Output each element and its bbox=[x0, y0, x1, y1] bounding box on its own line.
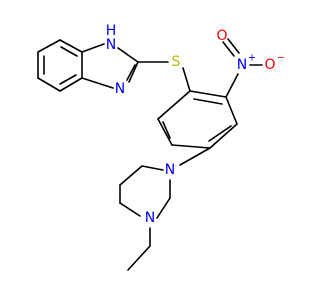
molecule-structure-diagram: H N N S N + O O − N N bbox=[0, 0, 300, 300]
bond bbox=[117, 47, 139, 63]
label-sulfur: S bbox=[172, 54, 181, 70]
bond-double-inner bbox=[59, 74, 77, 85]
bond-double-inner bbox=[193, 98, 223, 105]
label-piperazine-n4: N bbox=[145, 210, 155, 226]
bond bbox=[81, 43, 105, 53]
bond bbox=[227, 38, 240, 54]
bond bbox=[141, 165, 164, 171]
bonds bbox=[37, 38, 263, 271]
label-nh-nitrogen: N bbox=[106, 37, 116, 53]
label-oxygen-right: O bbox=[264, 57, 275, 73]
bond bbox=[127, 245, 151, 271]
label-oxygen-charge: − bbox=[277, 53, 285, 64]
bond bbox=[81, 77, 114, 89]
bond-double-inner bbox=[60, 46, 78, 57]
bond bbox=[182, 67, 191, 92]
bond bbox=[119, 202, 141, 217]
bond bbox=[189, 90, 227, 98]
bond-double-inner bbox=[208, 125, 232, 142]
bond bbox=[59, 39, 83, 53]
bond bbox=[37, 77, 61, 92]
label-nh-hydrogen: H bbox=[106, 23, 117, 39]
bond bbox=[209, 123, 238, 149]
bond bbox=[225, 96, 238, 125]
label-nitro-charge: + bbox=[248, 53, 256, 64]
background bbox=[0, 0, 300, 300]
bond bbox=[157, 90, 191, 120]
atom-labels: H N N S N + O O − N N bbox=[106, 23, 285, 226]
bond-double bbox=[126, 64, 136, 81]
label-imine-nitrogen: N bbox=[115, 81, 125, 97]
bond bbox=[156, 197, 171, 219]
bond-double-inner bbox=[162, 121, 171, 139]
molecule-svg: H N N S N + O O − N N bbox=[0, 0, 300, 300]
bond bbox=[225, 73, 239, 98]
bond bbox=[37, 39, 61, 53]
bond bbox=[222, 41, 235, 57]
bond bbox=[128, 61, 139, 83]
label-oxygen-top: O bbox=[216, 28, 227, 44]
bond bbox=[119, 165, 143, 186]
bond bbox=[157, 118, 173, 146]
bond bbox=[59, 77, 83, 92]
bond bbox=[179, 147, 211, 166]
bond bbox=[171, 144, 211, 149]
label-nitro-nitrogen: N bbox=[237, 57, 247, 73]
label-piperazine-n1: N bbox=[165, 162, 175, 178]
